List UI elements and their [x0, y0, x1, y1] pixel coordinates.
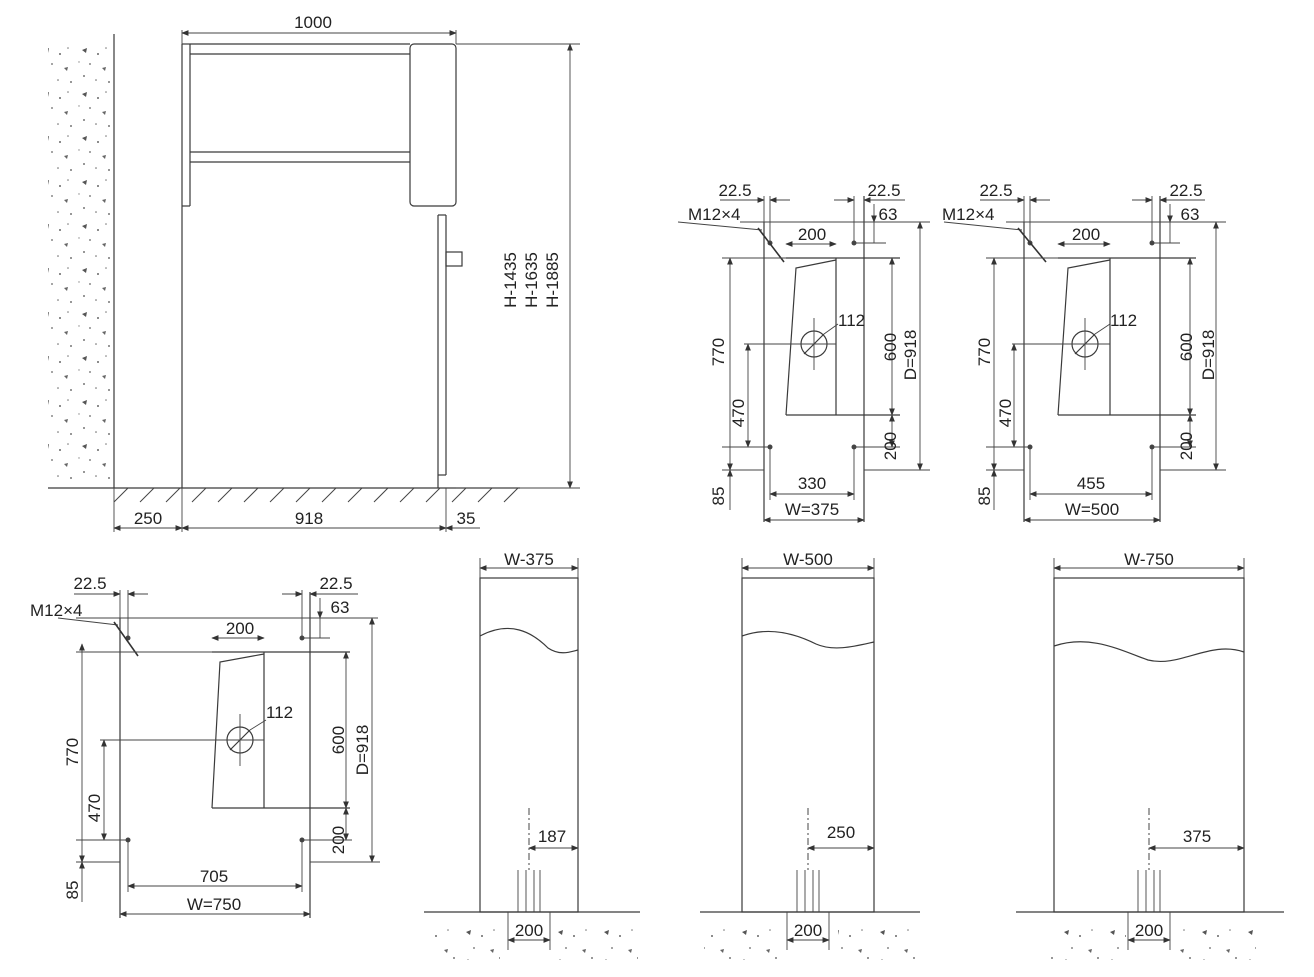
plan750-85: 85	[63, 881, 82, 900]
plan750-470: 470	[85, 794, 104, 822]
front500-half: 250	[827, 823, 855, 842]
height-label-1635: H-1635	[522, 252, 541, 308]
floor-hatching	[113, 487, 519, 503]
plan750-770: 770	[63, 738, 82, 766]
front500-base: 200	[794, 921, 822, 940]
plan500-600: 600	[1177, 333, 1196, 361]
plan750-opening-label: 200	[226, 619, 254, 638]
front375-half: 187	[538, 827, 566, 846]
plan500-bolt-span: 455	[1077, 474, 1105, 493]
front500-width: W-500	[783, 550, 833, 569]
plan750-200: 200	[329, 826, 348, 854]
plan375-top-offset: 63	[879, 205, 898, 224]
height-label-1435: H-1435	[501, 252, 520, 308]
plan375-left-offset: 22.5	[718, 181, 751, 200]
plan375-85: 85	[709, 487, 728, 506]
wall-gap-label: 250	[134, 509, 162, 528]
front375-base: 200	[515, 921, 543, 940]
plan500-left-offset: 22.5	[979, 181, 1012, 200]
plan750-bolt-span: 705	[200, 867, 228, 886]
plan500-opening-label: 200	[1072, 225, 1100, 244]
plan750-bolt-label: M12×4	[30, 601, 82, 620]
plan500-right-offset: 22.5	[1169, 181, 1202, 200]
front-375: W-375 187 200	[424, 550, 640, 960]
cabinet-outline	[181, 43, 463, 488]
plan750-left-offset: 22.5	[73, 574, 106, 593]
plan-500: 112 M12×4 200 22.5 22.5 63 770 470 85 60…	[942, 181, 1226, 523]
depth-label: 918	[295, 509, 323, 528]
plan375-depth: D=918	[901, 330, 920, 381]
front-750: W-750 375 200	[1016, 550, 1284, 960]
plan750-hole-label: 112	[266, 703, 293, 722]
plan500-top-offset: 63	[1181, 205, 1200, 224]
plan750-width: W=750	[187, 895, 241, 914]
plan500-770: 770	[975, 338, 994, 366]
front-500: W-500 250 200	[700, 550, 920, 960]
height-label-1885: H-1885	[543, 252, 562, 308]
plan500-depth: D=918	[1199, 330, 1218, 381]
plan375-bolt-label: M12×4	[688, 205, 740, 224]
plan375-bolt-span: 330	[798, 474, 826, 493]
plan375-470: 470	[729, 399, 748, 427]
front375-width: W-375	[504, 550, 554, 569]
plan500-470: 470	[996, 399, 1015, 427]
plan-750: 112 M12×4 200 22.5 22.5 63 770 470 85 60…	[30, 574, 380, 918]
plan750-top-offset: 63	[331, 598, 350, 617]
plan500-width: W=500	[1065, 500, 1119, 519]
plan-375: 112 M12×4 200 22.5 22.5 63 770 4	[677, 181, 930, 523]
side-view: 1000 H-1435 H-1635 H-1885 250 918 35	[48, 13, 580, 532]
plan750-600: 600	[329, 726, 348, 754]
plan375-opening-label: 200	[798, 225, 826, 244]
plan375-200: 200	[881, 432, 900, 460]
plan500-bolt-label: M12×4	[942, 205, 994, 224]
plan375-right-offset: 22.5	[867, 181, 900, 200]
wall-texture	[48, 40, 110, 480]
front750-half: 375	[1183, 827, 1211, 846]
plan750-right-offset: 22.5	[319, 574, 352, 593]
plan375-hole-label: 112	[838, 311, 865, 330]
front750-base: 200	[1135, 921, 1163, 940]
side-width-label: 1000	[294, 13, 332, 32]
plan500-hole-label: 112	[1110, 311, 1137, 330]
front-offset-label: 35	[457, 509, 476, 528]
plan375-770: 770	[709, 338, 728, 366]
plan500-85: 85	[975, 487, 994, 506]
plan750-depth: D=918	[353, 725, 372, 776]
plan375-600: 600	[881, 333, 900, 361]
plan375-width: W=375	[785, 500, 839, 519]
front750-width: W-750	[1124, 550, 1174, 569]
plan500-200: 200	[1177, 432, 1196, 460]
